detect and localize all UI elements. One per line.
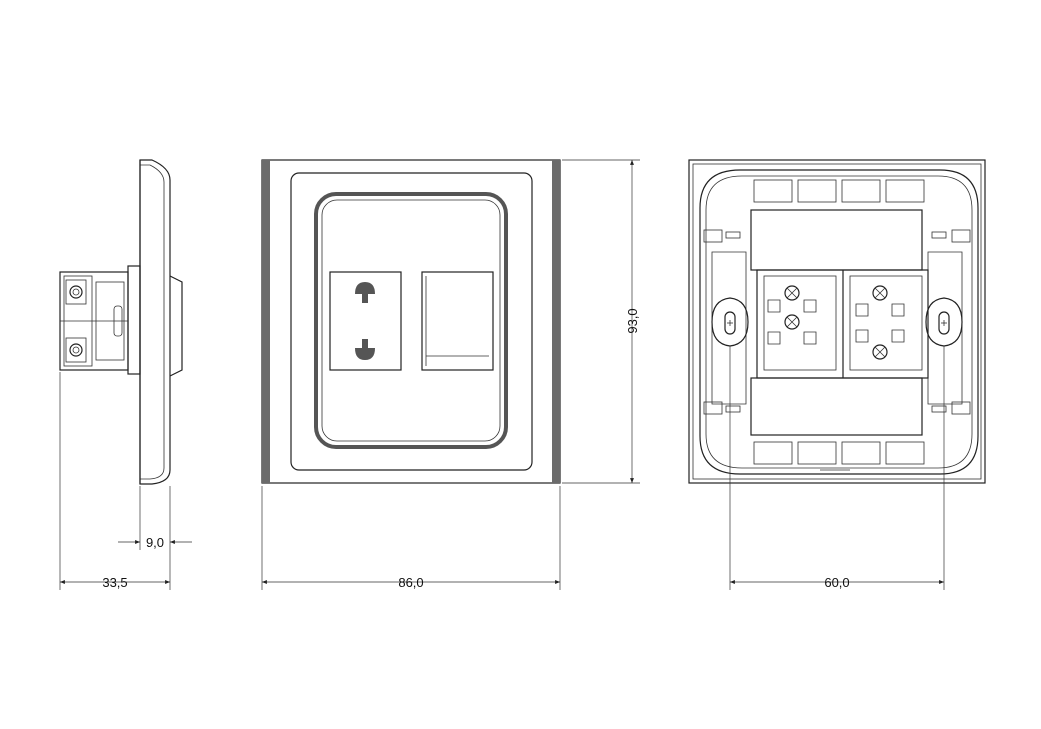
- dimension-lines: [59, 159, 945, 590]
- dim-height: 93,0: [625, 308, 640, 333]
- insert-border: [314, 192, 508, 449]
- socket-pin-top: [355, 282, 375, 303]
- frame-band-left: [262, 160, 270, 483]
- terminal-screws: [784, 285, 888, 360]
- frame-band-right: [552, 160, 560, 483]
- dim-depth-total: 33,5: [102, 575, 127, 590]
- data-port: [421, 271, 494, 371]
- power-socket: [329, 271, 402, 371]
- dim-width: 86,0: [398, 575, 423, 590]
- dim-mount-spacing: 60,0: [824, 575, 849, 590]
- side-view: [59, 159, 183, 485]
- dim-depth-button: 9,0: [146, 535, 164, 550]
- back-view: [688, 159, 986, 484]
- socket-pin-bottom: [355, 339, 375, 360]
- front-view: [261, 159, 561, 484]
